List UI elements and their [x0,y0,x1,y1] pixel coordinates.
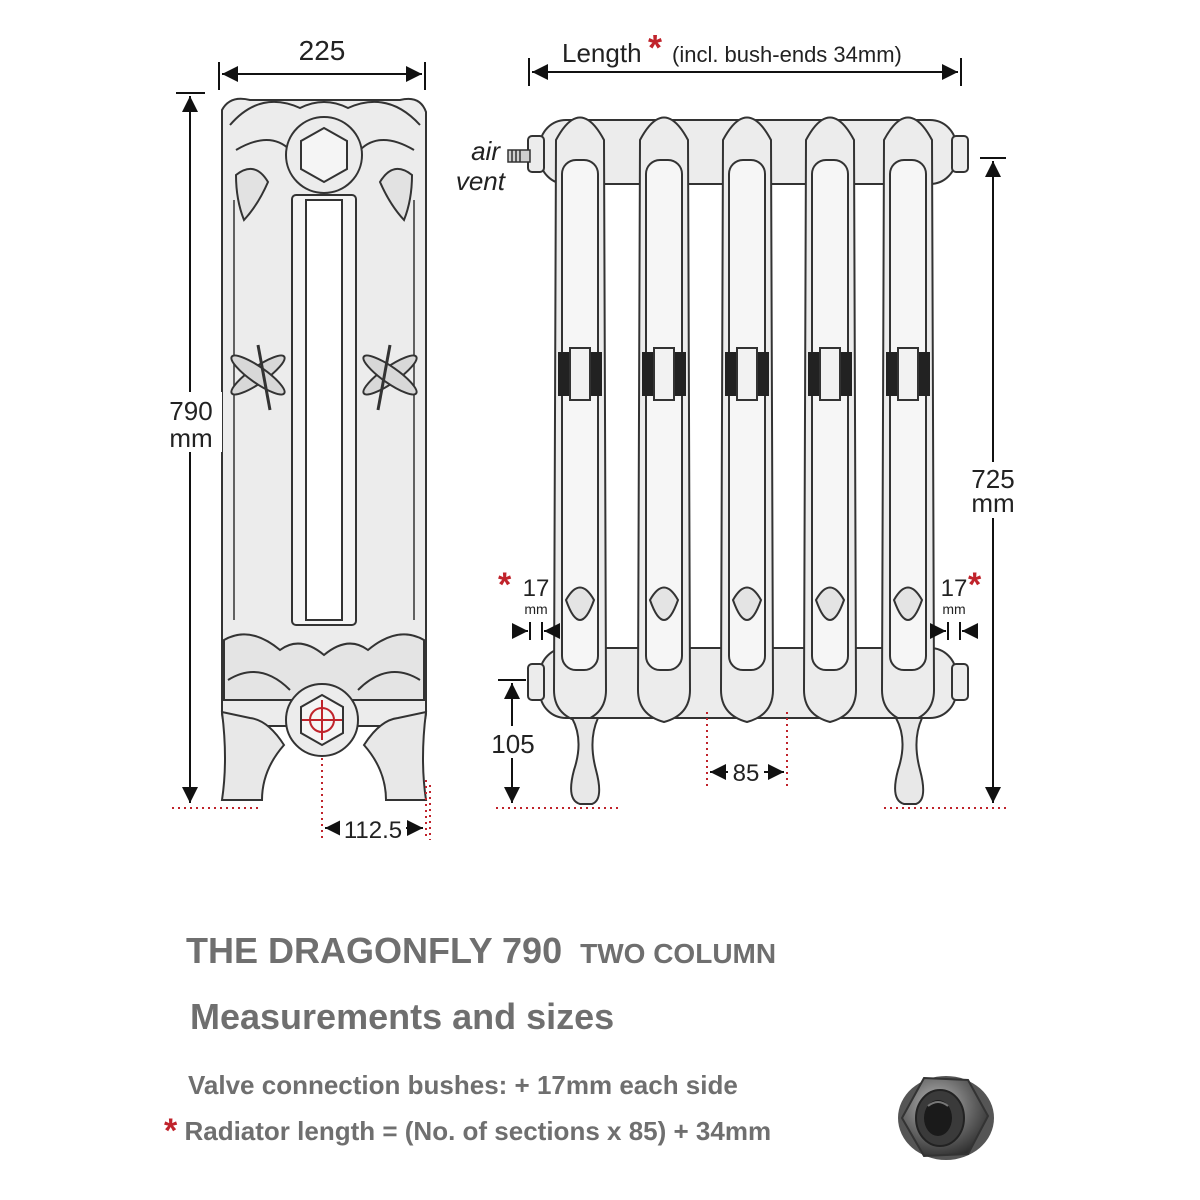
side-view-radiator [220,97,428,801]
length-note: (incl. bush-ends 34mm) [672,42,902,67]
front-view-radiator [527,116,969,805]
caption-subtitle: Measurements and sizes [190,996,615,1037]
bush-right-dimension [930,622,978,640]
bush-left-unit: mm [524,601,547,617]
caption-title-sub: TWO COLUMN [580,938,777,969]
caption-title-main: THE DRAGONFLY 790 [186,930,563,971]
length-label: Length [562,38,642,68]
air-vent-label-1: air [471,136,501,166]
radiator-section-4 [802,116,858,724]
front-foot-right [894,717,925,805]
radiator-section-3 [719,116,775,724]
bush-right-asterisk: * [968,566,982,604]
front-width-dimension [218,62,426,90]
floor-to-connection-label: 105 [491,729,534,759]
length-dimension [528,58,962,86]
bush-right-number: 17 [941,575,968,602]
caption-title: THE DRAGONFLY 790 TWO COLUMN [186,930,776,972]
connection-height-number: 725 [971,464,1014,494]
radiator-section-2 [636,116,692,724]
section-pitch-label: 85 [733,760,760,787]
caption-note-length-text: Radiator length = (No. of sections x 85)… [184,1116,772,1146]
dragonfly-ornament-right [362,344,418,411]
radiator-section-5 [880,116,936,724]
height-label-unit: mm [169,423,212,453]
length-asterisk: * [648,27,662,68]
caption-note-length: * Radiator length = (No. of sections x 8… [164,1112,771,1151]
air-vent-label-2: vent [456,166,507,196]
caption-note-asterisk: * [164,1112,178,1150]
height-label-number: 790 [169,396,212,426]
bottom-bush-target-icon [302,700,342,740]
bush-left-asterisk: * [498,566,512,604]
half-width-label: 112.5 [344,817,402,844]
dragonfly-ornament-left [230,344,286,411]
bush-right-unit: mm [942,601,965,617]
bush-left-number: 17 [523,575,550,602]
radiator-section-1 [552,116,608,724]
caption-note-bushes: Valve connection bushes: + 17mm each sid… [188,1070,738,1100]
air-vent-icon [507,149,531,163]
connection-height-unit: mm [971,488,1014,518]
bush-left-dimension [512,622,560,640]
front-foot-left [570,717,601,805]
valve-bush-icon [898,1076,994,1160]
front-width-label: 225 [299,35,346,66]
